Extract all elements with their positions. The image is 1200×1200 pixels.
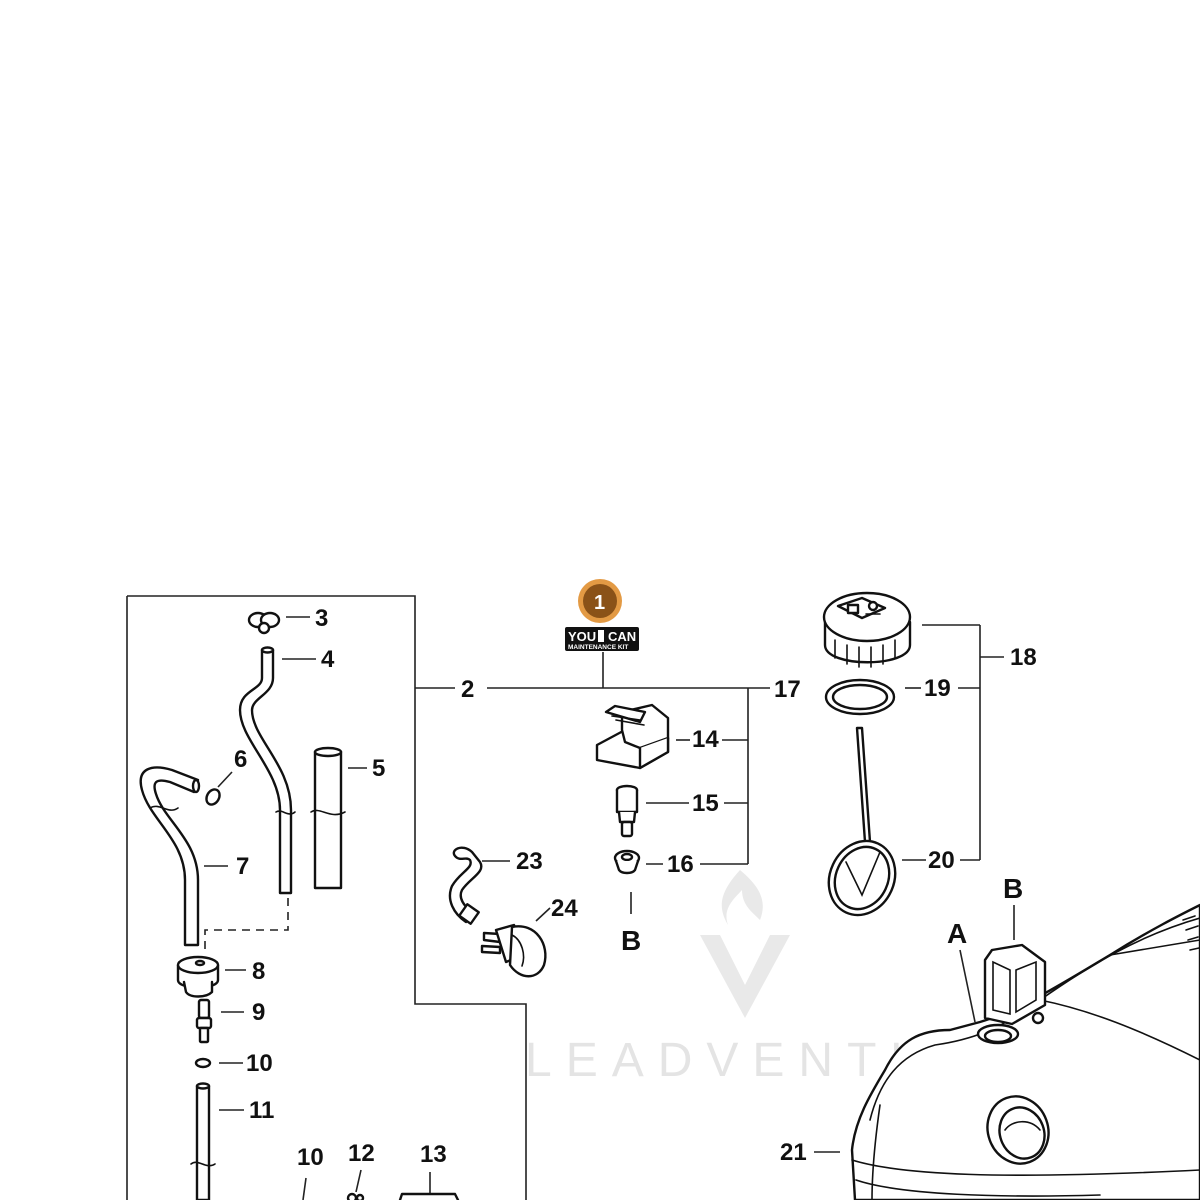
label-3: 3 — [315, 605, 328, 632]
part-13-filter[interactable] — [398, 1172, 460, 1200]
part-9-connector[interactable] — [195, 998, 244, 1044]
label-8: 8 — [252, 958, 265, 985]
label-21: 21 — [780, 1139, 807, 1166]
part-16-grommet[interactable] — [613, 849, 663, 914]
kit-brand-right: CAN — [608, 629, 636, 644]
part-3-hose-clamp[interactable] — [247, 611, 310, 635]
ref-label-a-tank: A — [947, 918, 967, 949]
part-12-fitting[interactable] — [346, 1169, 365, 1200]
label-4: 4 — [321, 646, 335, 673]
label-19: 19 — [924, 675, 951, 702]
label-6: 6 — [234, 746, 247, 773]
label-16: 16 — [667, 851, 694, 878]
part-4-fuel-hose[interactable] — [238, 646, 316, 895]
part-23-bent-hose[interactable] — [448, 846, 510, 925]
bracket-17 — [700, 688, 749, 865]
bracket-18 — [922, 624, 1004, 861]
leader-lines-2 — [415, 652, 770, 689]
label-13: 13 — [420, 1141, 447, 1168]
label-11: 11 — [249, 1097, 274, 1124]
part-21-fuel-tank[interactable] — [814, 903, 1200, 1200]
part-18-fuel-cap[interactable] — [822, 591, 912, 668]
kit-brand-left: YOU — [568, 629, 596, 644]
part-11-hose[interactable] — [190, 1082, 244, 1200]
fuel-pump-icon — [846, 603, 860, 615]
part-10b-leader — [302, 1177, 307, 1200]
label-10: 10 — [246, 1050, 273, 1077]
label-7: 7 — [236, 853, 249, 880]
part-labels: 2 3 4 5 6 7 8 9 10 11 10 12 13 14 15 16 … — [234, 605, 1037, 1171]
part-8-grommet[interactable] — [176, 955, 246, 998]
label-12: 12 — [348, 1140, 375, 1167]
part-24-primer-bulb[interactable] — [480, 907, 551, 978]
part-19-gasket[interactable] — [824, 678, 921, 716]
label-24: 24 — [551, 895, 578, 922]
part-10-ring[interactable] — [194, 1057, 243, 1069]
part-14-clip-bracket[interactable] — [595, 703, 690, 770]
kit-badge-circle — [583, 584, 617, 618]
label-9: 9 — [252, 999, 265, 1026]
part-7-pickup-hose[interactable] — [139, 766, 228, 947]
label-17: 17 — [774, 676, 801, 703]
label-23: 23 — [516, 848, 543, 875]
kit-subtitle: MAINTENANCE KIT — [568, 644, 628, 651]
part-5-tube[interactable] — [310, 746, 367, 890]
maintenance-kit-badge[interactable]: 1 YOU CAN MAINTENANCE KIT — [565, 579, 639, 651]
label-5: 5 — [372, 755, 385, 782]
watermark-logo-icon — [700, 870, 790, 1018]
group-frame-2 — [126, 595, 527, 1200]
wrench-icon — [598, 630, 604, 642]
label-15: 15 — [692, 790, 719, 817]
kit-badge-number: 1 — [594, 592, 605, 614]
ref-label-b-tank: B — [1003, 873, 1023, 904]
label-20: 20 — [928, 847, 955, 874]
ref-label-b-part16: B — [621, 925, 641, 956]
assembly-dashed-line — [204, 898, 289, 950]
label-14: 14 — [692, 726, 719, 753]
part-20-float[interactable] — [817, 726, 926, 926]
label-10b: 10 — [297, 1144, 324, 1171]
label-2: 2 — [461, 676, 474, 703]
part-15-valve[interactable] — [615, 784, 689, 838]
label-18: 18 — [1010, 644, 1037, 671]
part-6-o-ring[interactable] — [204, 771, 233, 807]
